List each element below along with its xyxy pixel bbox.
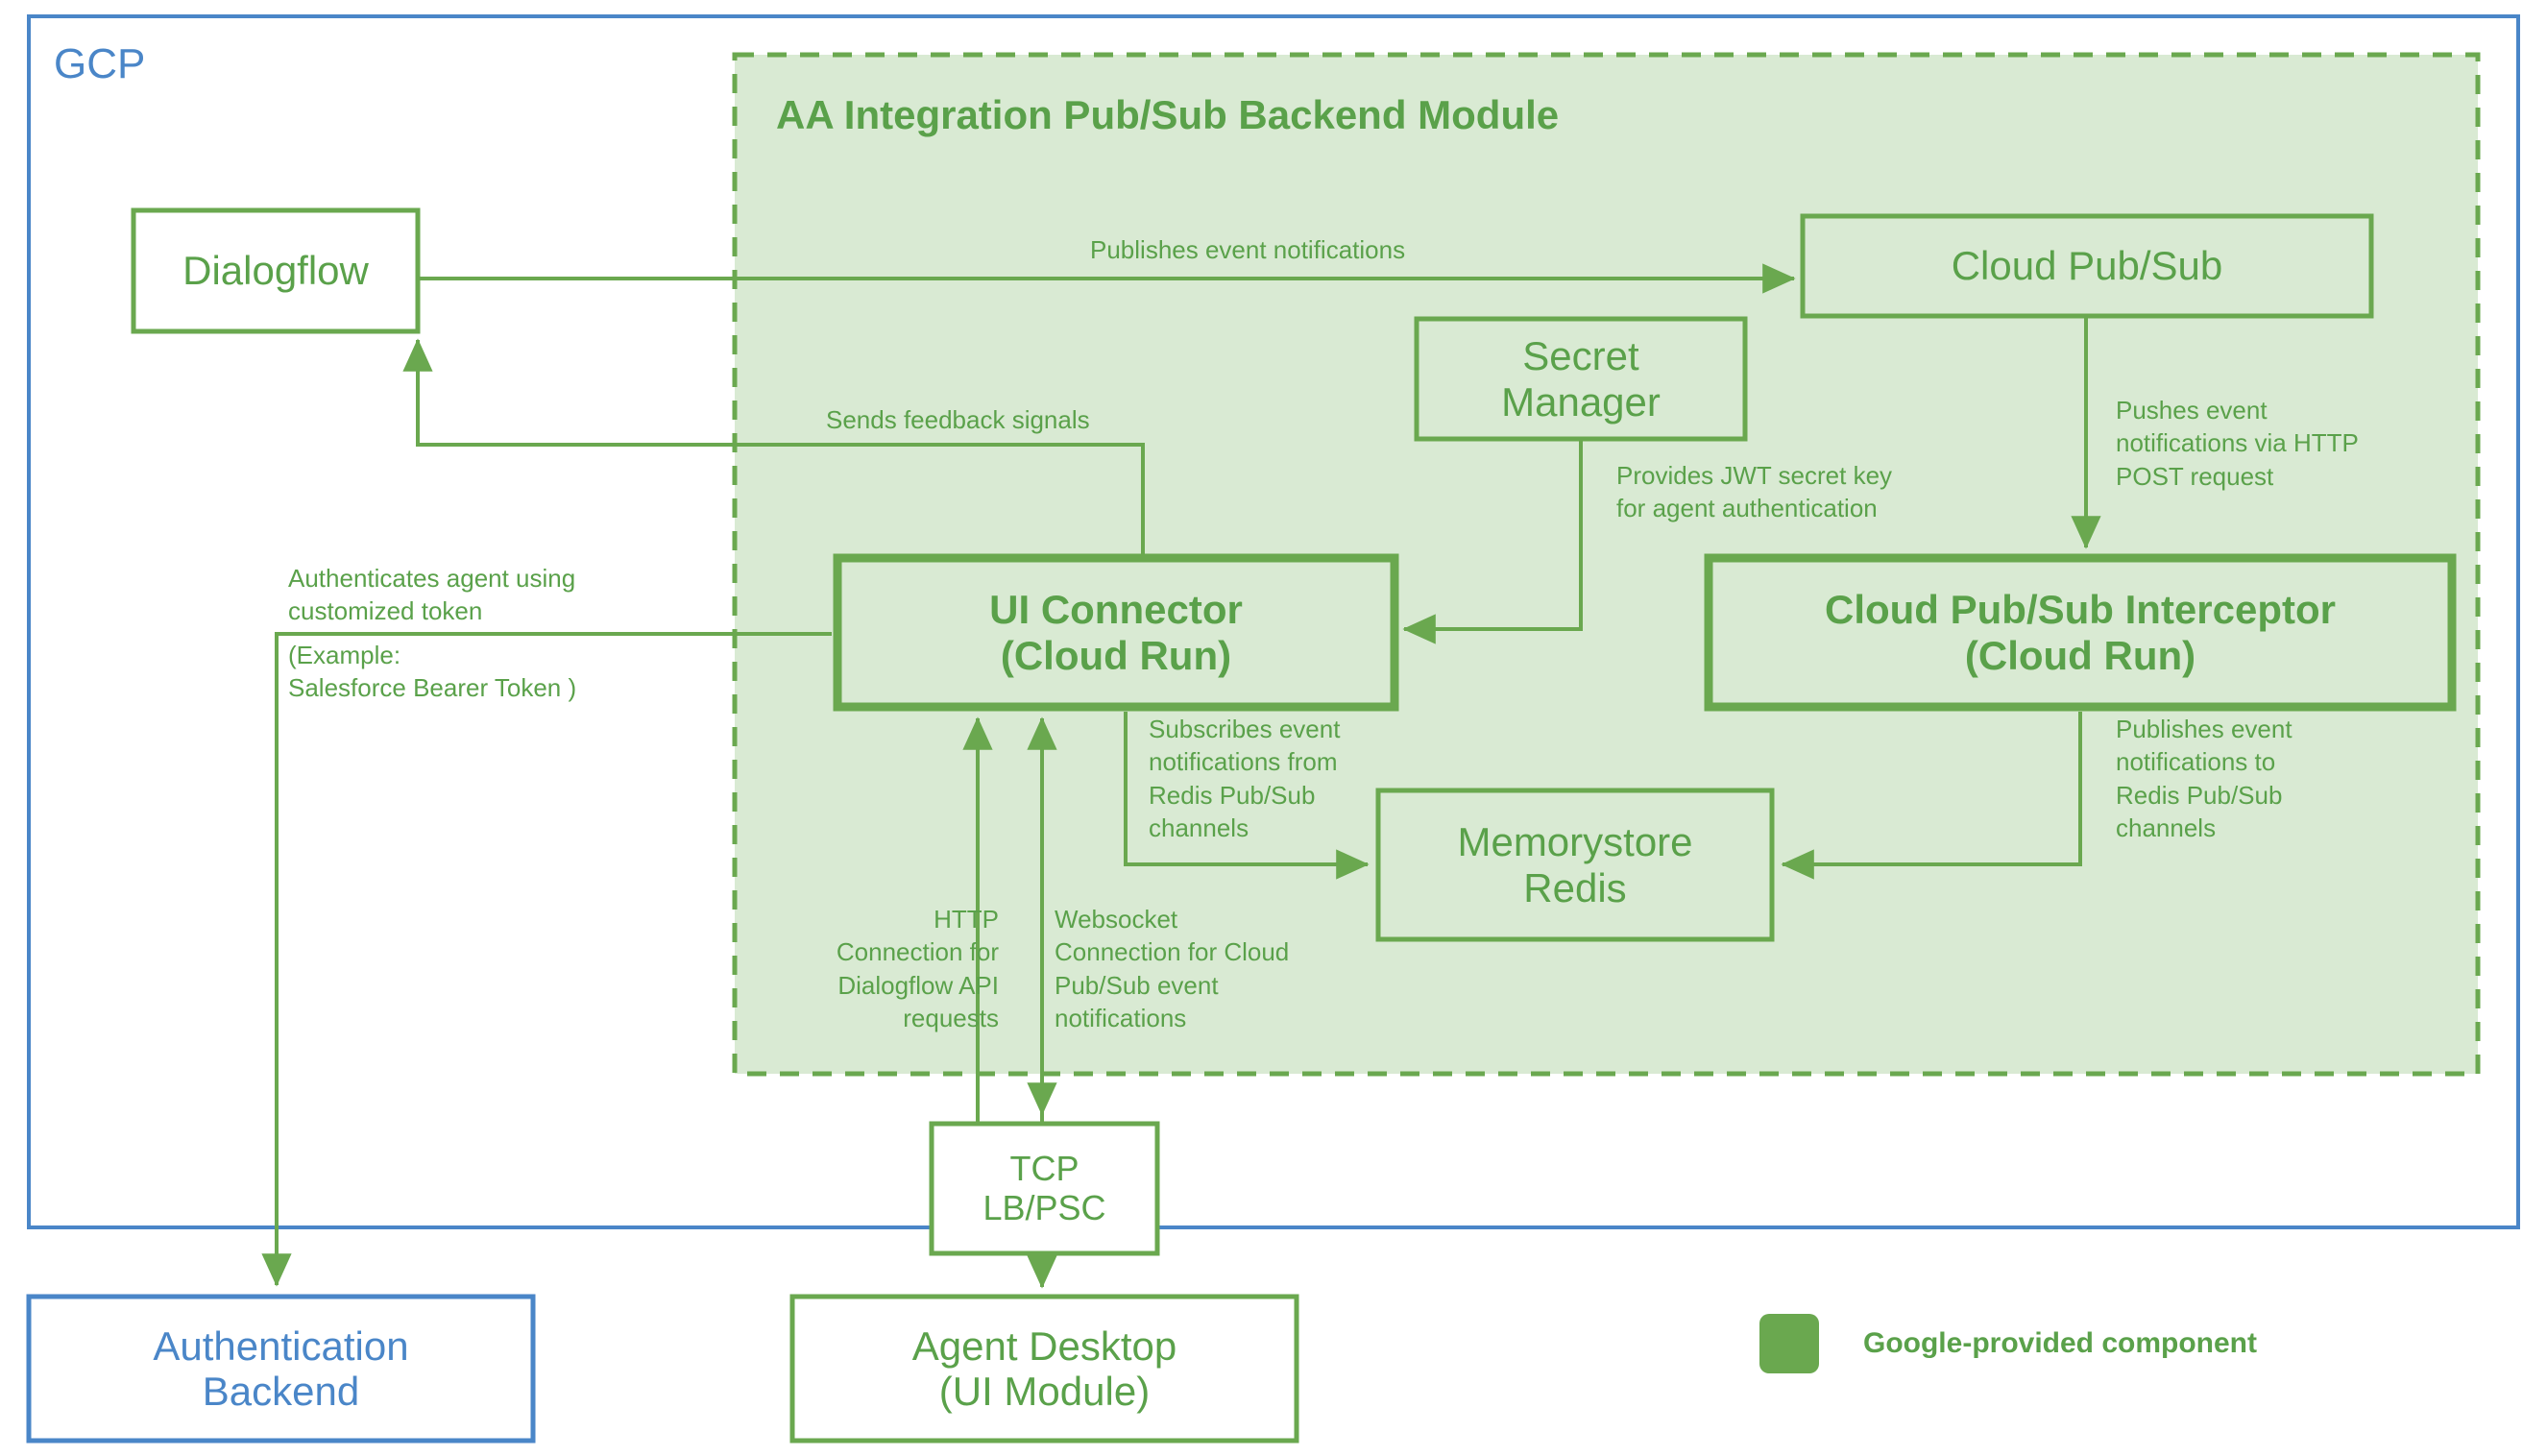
edge-publishes-redis: [1781, 712, 2082, 880]
tcp-lb-box[interactable]: [929, 1121, 1160, 1256]
dialogflow-label: Dialogflow: [182, 248, 369, 294]
gcp-boundary-label: GCP: [54, 40, 146, 87]
edge-authenticates-agent: [261, 632, 832, 1287]
edge-sends-feedback-signals: [402, 338, 1145, 558]
ui-connector-label: UI Connector (Cloud Run): [989, 587, 1243, 678]
edge-label-websocket-pubsub: Websocket Connection for Cloud Pub/Sub e…: [1055, 905, 1290, 1032]
auth-backend-box[interactable]: [26, 1294, 536, 1444]
interceptor-label: Cloud Pub/Sub Interceptor (Cloud Run): [1825, 587, 2336, 678]
edge-label-sends-feedback-signals: Sends feedback signals: [826, 405, 1090, 434]
gcp-boundary-rect: [27, 14, 2520, 1229]
edge-label-provides-jwt: Provides JWT secret key for agent authen…: [1616, 461, 1893, 523]
memorystore-redis-label: Memorystore Redis: [1457, 819, 1693, 910]
memorystore-redis-box[interactable]: [1375, 788, 1775, 942]
edge-label-publishes-redis: Publishes event notifications to Redis P…: [2116, 715, 2292, 842]
agent-desktop-label: Agent Desktop (UI Module): [911, 1323, 1177, 1414]
agent-desktop-box[interactable]: [789, 1294, 1299, 1444]
module-title: AA Integration Pub/Sub Backend Module: [776, 92, 1560, 137]
edge-label-authenticates-agent-example: (Example: Salesforce Bearer Token ): [288, 641, 577, 703]
edge-label-http-dialogflow: HTTP Connection for Dialogflow API reque…: [836, 905, 999, 1032]
edge-subscribes-redis: [1124, 712, 1370, 880]
legend-swatch: [1759, 1314, 1819, 1373]
interceptor-box[interactable]: [1704, 553, 2457, 712]
legend-label: Google-provided component: [1863, 1327, 2257, 1359]
edge-label-authenticates-agent: Authenticates agent using customized tok…: [288, 564, 576, 626]
tcp-lb-label: TCP LB/PSC: [982, 1149, 1106, 1227]
ui-connector-box[interactable]: [833, 553, 1399, 712]
cloud-pubsub-label: Cloud Pub/Sub: [1951, 243, 2223, 289]
edge-label-pushes-event-http-post: Pushes event notifications via HTTP POST…: [2116, 396, 2359, 491]
auth-backend-label: Authentication Backend: [153, 1323, 409, 1414]
edge-label-subscribes-redis: Subscribes event notifications from Redi…: [1149, 715, 1341, 842]
dialogflow-box[interactable]: [131, 207, 421, 334]
edge-label-publishes-event-notifications: Publishes event notifications: [1090, 235, 1406, 264]
secret-manager-label: Secret Manager: [1501, 333, 1661, 425]
secret-manager-box[interactable]: [1414, 316, 1748, 442]
edge-provides-jwt: [1402, 439, 1583, 644]
